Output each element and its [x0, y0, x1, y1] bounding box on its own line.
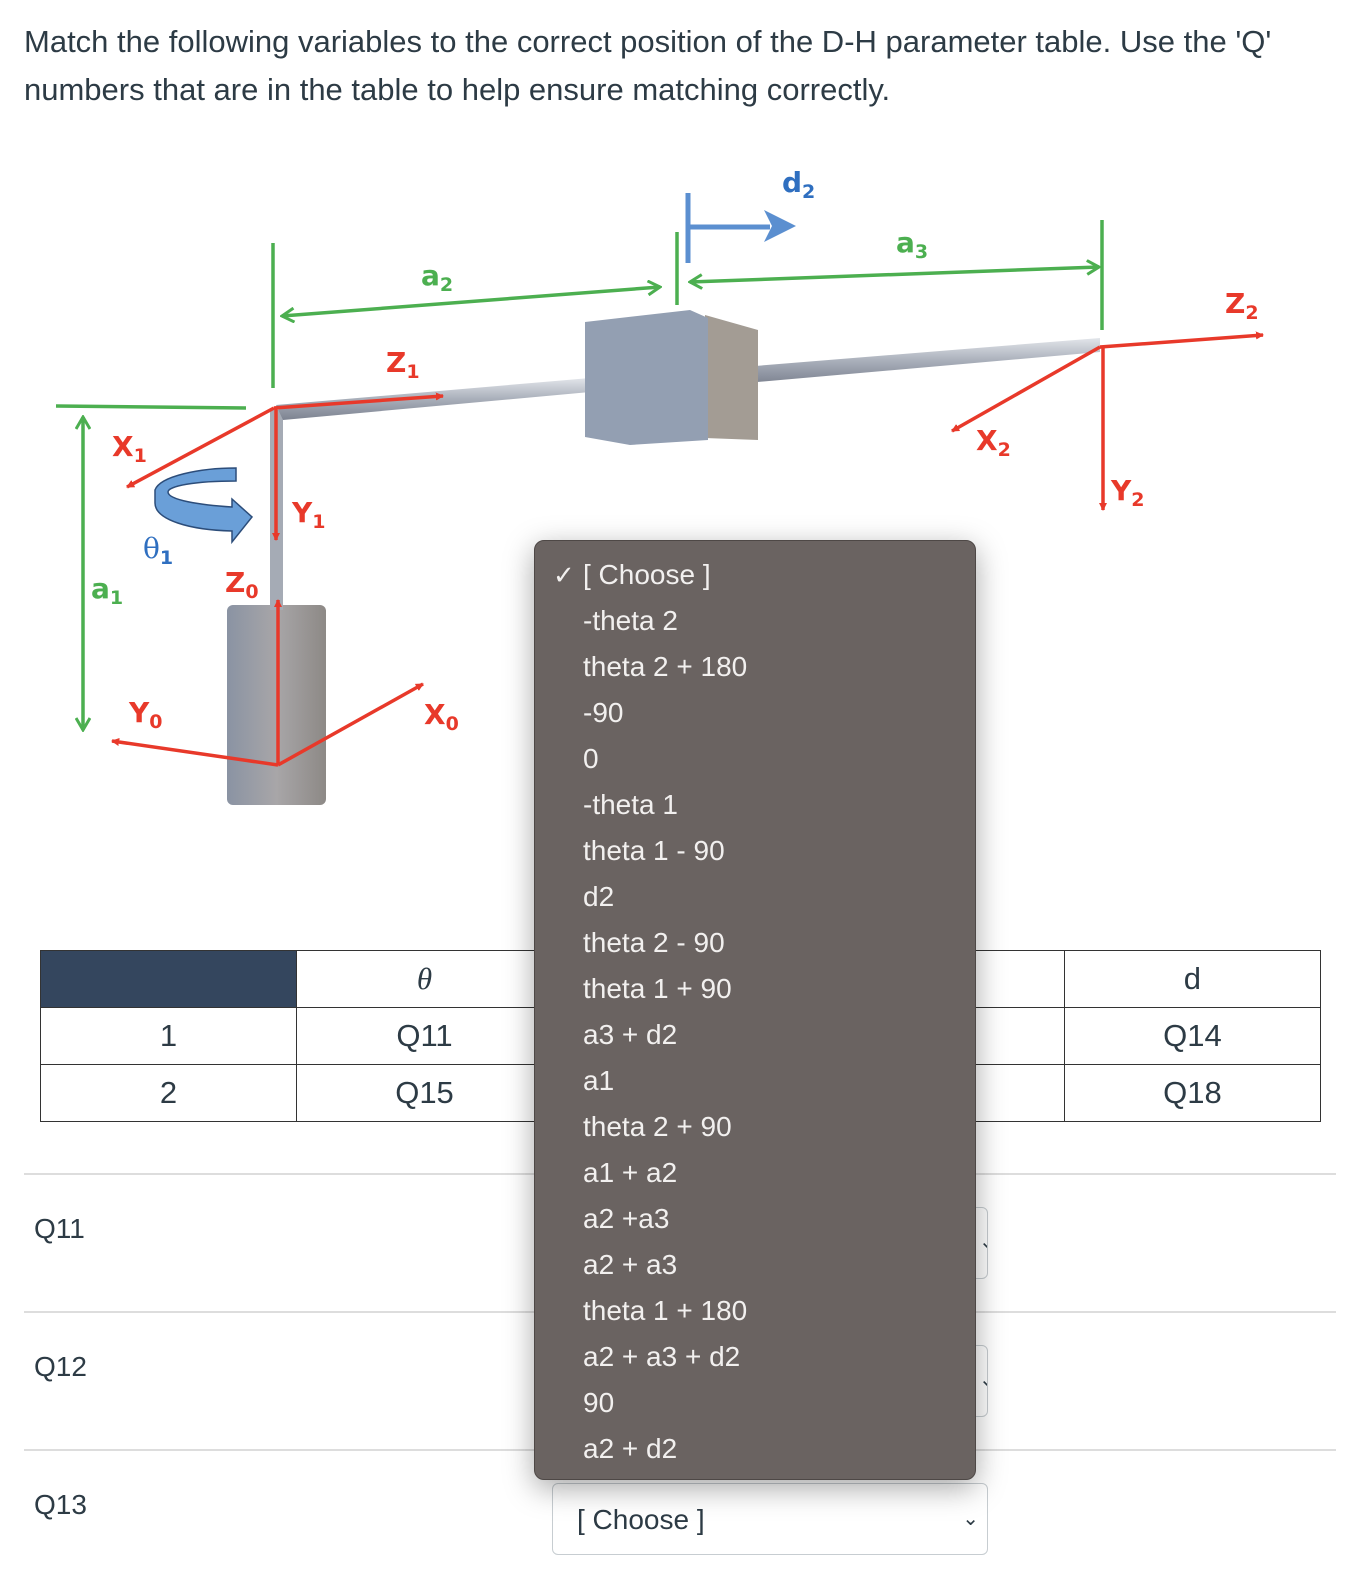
chevron-down-icon: ⌄ — [962, 1508, 979, 1530]
dropdown-option[interactable]: a2 + a3 + d2 — [583, 1341, 741, 1372]
x0-label: X0 — [424, 698, 459, 735]
match-label: Q11 — [34, 1213, 85, 1244]
question-prompt: Match the following variables to the cor… — [24, 24, 1272, 107]
d2-label: d2 — [782, 166, 815, 203]
theta1-label: θ1 — [143, 532, 173, 569]
dropdown-option[interactable]: theta 2 + 90 — [583, 1111, 732, 1142]
dropdown-option[interactable]: d2 — [583, 881, 615, 912]
dimension-guide — [55, 404, 247, 410]
a2-label: a2 — [421, 259, 453, 296]
match-label: Q13 — [34, 1489, 87, 1520]
a2-dimension-arrow — [282, 287, 660, 316]
horizontal-rod-2 — [730, 338, 1100, 384]
table-cell: Q15 — [295, 1064, 554, 1122]
table-cell: 2 — [40, 1064, 297, 1122]
a3-label: a3 — [896, 226, 928, 263]
dropdown-option[interactable]: a3 + d2 — [583, 1019, 678, 1050]
chevron-down-icon: ⌄ — [979, 1230, 987, 1254]
theta1-rotation-arrow — [154, 467, 254, 545]
dropdown-option[interactable]: theta 2 + 180 — [583, 651, 748, 682]
table-cell: Q18 — [1063, 1064, 1322, 1122]
dropdown-option[interactable]: [ Choose ] — [583, 559, 711, 590]
q13-select[interactable]: [ Choose ] ⌄ — [552, 1483, 988, 1555]
z2-axis — [1099, 335, 1263, 349]
dropdown-option[interactable]: -theta 1 — [583, 789, 678, 820]
y1-label: Y1 — [291, 496, 326, 533]
robot-arm-diagram: d2 a3 a2 a1 Z1 Z2 Z0 X1 X2 X0 Y1 Y2 Y0 θ… — [55, 166, 1372, 805]
horizontal-rod-1 — [276, 378, 590, 420]
x1-label: X1 — [112, 430, 147, 467]
x2-axis — [952, 345, 1101, 433]
z0-label: Z0 — [225, 566, 259, 603]
dropdown-option[interactable]: a2 + d2 — [583, 1433, 678, 1464]
a3-dimension-arrow — [690, 267, 1099, 282]
header-cell — [40, 950, 297, 1008]
dropdown-option[interactable]: a2 + a3 — [583, 1249, 678, 1280]
prismatic-block — [585, 310, 708, 445]
x1-axis — [127, 406, 275, 489]
dropdown-option[interactable]: theta 1 - 90 — [583, 835, 725, 866]
dropdown-option[interactable]: theta 1 + 180 — [583, 1295, 748, 1326]
select-value: [ Choose ] — [577, 1504, 705, 1535]
header-cell: d — [1063, 950, 1322, 1008]
dropdown-option[interactable]: 90 — [583, 1387, 615, 1418]
chevron-down-icon: ⌄ — [979, 1368, 987, 1392]
dropdown-option[interactable]: -theta 2 — [583, 605, 678, 636]
dropdown-option[interactable]: a2 +a3 — [583, 1203, 670, 1234]
x0-axis — [277, 682, 423, 767]
prismatic-block-side — [705, 315, 758, 440]
dropdown-option[interactable]: a1 + a2 — [583, 1157, 678, 1188]
dropdown-option[interactable]: theta 1 + 90 — [583, 973, 732, 1004]
dropdown-option[interactable]: a1 — [583, 1065, 615, 1096]
header-cell: θ — [295, 950, 554, 1008]
z1-axis — [273, 396, 443, 410]
y0-axis — [112, 741, 279, 767]
select-dropdown-menu[interactable]: ✓ [ Choose ] -theta 2 theta 2 + 180 -90 0 -th… — [534, 540, 976, 1480]
table-cell: 1 — [40, 1007, 297, 1065]
match-row-q13: Q13 [ Choose ] ⌄ — [24, 1449, 1336, 1587]
checkmark-icon: ✓ — [553, 560, 575, 590]
table-cell: Q14 — [1063, 1007, 1322, 1065]
dropdown-option[interactable]: theta 2 - 90 — [583, 927, 725, 958]
y0-label: Y0 — [128, 696, 163, 733]
match-label: Q12 — [34, 1351, 87, 1382]
y2-label: Y2 — [1110, 474, 1145, 511]
x2-label: X2 — [976, 424, 1011, 461]
dropdown-option[interactable]: -90 — [583, 697, 624, 728]
table-cell: Q11 — [295, 1007, 554, 1065]
a1-label: a1 — [91, 572, 123, 609]
dropdown-option[interactable]: 0 — [583, 743, 599, 774]
d2-joint-arrow — [685, 193, 796, 263]
z1-label: Z1 — [386, 346, 420, 383]
z2-label: Z2 — [1225, 287, 1259, 324]
